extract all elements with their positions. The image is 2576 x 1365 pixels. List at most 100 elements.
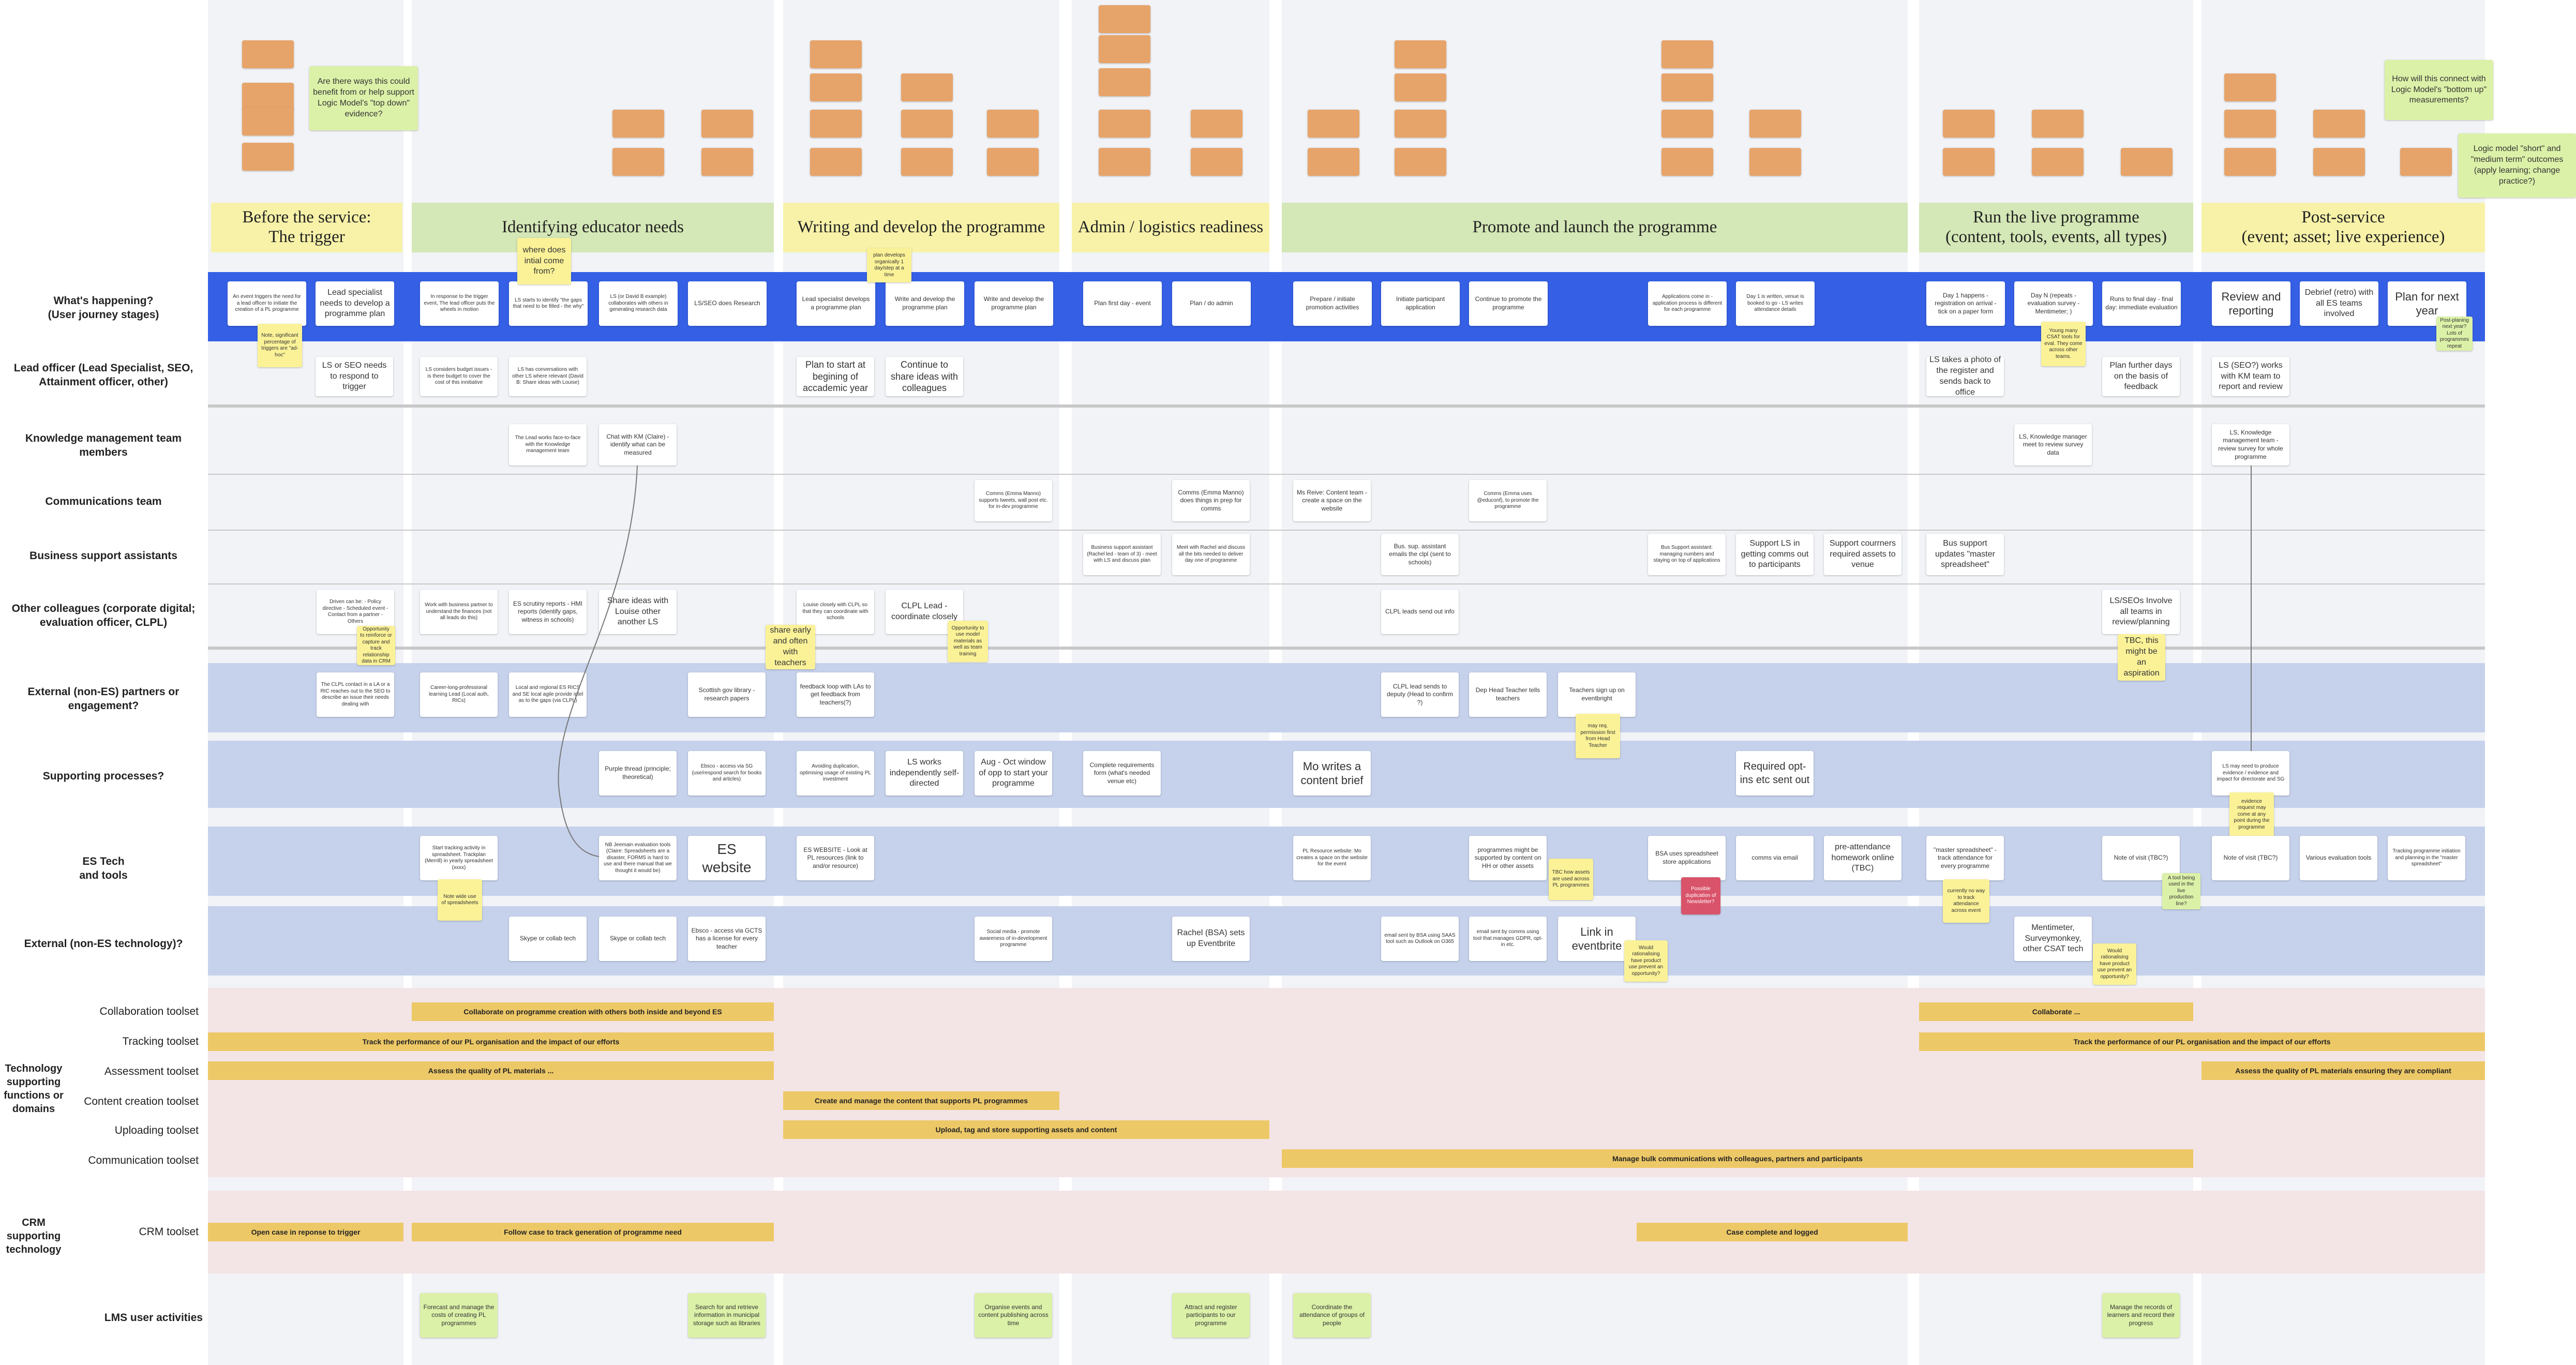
flag-note[interactable]: Would rationalising have product use pre…	[2093, 943, 2136, 985]
bsa-note[interactable]: Business support assistant (Rachel led -…	[1083, 534, 1161, 575]
toolset-bar[interactable]: Create and manage the content that suppo…	[783, 1091, 1059, 1110]
km-note[interactable]: LS, Knowledge manager meet to review sur…	[2014, 424, 2092, 466]
journey-note[interactable]: Review and reporting	[2212, 281, 2290, 326]
lead-note[interactable]: Plan to start at begining of accademic y…	[797, 357, 874, 396]
supporting-note[interactable]: LS works independently self-directed	[886, 751, 963, 796]
supporting-note[interactable]: Avoiding duplication, optimising usage o…	[797, 751, 874, 796]
estech-note[interactable]: programmes might be supported by content…	[1469, 836, 1547, 880]
exttech-note[interactable]: Skype or collab tech	[509, 917, 587, 961]
journey-note[interactable]: LS/SEO does Research	[688, 281, 767, 326]
journey-note[interactable]: Initiate participant application	[1381, 281, 1460, 326]
estech-note[interactable]: comms via email	[1736, 836, 1814, 880]
supporting-note[interactable]: Complete requirements form (what's neede…	[1083, 751, 1161, 796]
lead-note[interactable]: LS takes a photo of the register and sen…	[1926, 355, 2004, 397]
bsa-note[interactable]: Bus Support assistant: managing numbers …	[1648, 534, 1726, 575]
journey-note[interactable]: LS starts to identify "the gaps that nee…	[509, 281, 588, 326]
toolset-bar[interactable]: Manage bulk communications with colleagu…	[1282, 1149, 2193, 1168]
flag-note[interactable]: Opportunity to reinforce or capture and …	[357, 626, 395, 665]
journey-note[interactable]: LS (or David B example) collaborates wit…	[599, 281, 678, 326]
journey-note[interactable]: An event triggers the need for a lead of…	[228, 281, 306, 326]
toolset-bar[interactable]: Collaborate ...	[1919, 1002, 2193, 1021]
journey-note[interactable]: Lead specialist needs to develop a progr…	[316, 281, 394, 326]
lead-note[interactable]: LS or SEO needs to respond to trigger	[316, 357, 393, 396]
exttech-note[interactable]: email sent by BSA using SAAS tool such a…	[1381, 917, 1459, 961]
journey-note[interactable]: Plan for next year	[2388, 281, 2466, 326]
exttech-note[interactable]: Skype or collab tech	[599, 917, 677, 961]
flag-note[interactable]: share early and often with teachers	[766, 625, 815, 669]
journey-note[interactable]: In response to the trigger event, The le…	[420, 281, 499, 326]
flag-note[interactable]: Opportunity to use model materials as we…	[948, 621, 988, 662]
estech-note[interactable]: PL Resource website: Mo creates a space …	[1293, 836, 1371, 880]
flag-note[interactable]: Note, significant percentage of triggers…	[258, 324, 302, 367]
journey-note[interactable]: Debrief (retro) with all ES teams involv…	[2300, 281, 2378, 326]
km-note[interactable]: Chat with KM (Claire) - identify what ca…	[599, 424, 677, 466]
supporting-note[interactable]: Purple thread (principle; theoretical)	[599, 751, 677, 796]
toolset-bar[interactable]: Case complete and logged	[1637, 1223, 1908, 1241]
exttech-note[interactable]: Link in eventbrite	[1558, 917, 1636, 961]
lead-note[interactable]: Continue to share ideas with colleagues	[886, 357, 963, 396]
estech-note[interactable]: "master spreadsheet" - track attendance …	[1926, 836, 2004, 880]
comms-note[interactable]: Ms Reive: Content team - create a space …	[1293, 480, 1371, 521]
journey-note[interactable]: Continue to promote the programme	[1469, 281, 1548, 326]
journey-note[interactable]: Applications come in - application proce…	[1648, 281, 1727, 326]
lead-note[interactable]: LS (SEO?) works with KM team to report a…	[2212, 357, 2289, 396]
flag-note[interactable]: plan develops organically 1 day/step at …	[867, 248, 911, 282]
other-note[interactable]: CLPL leads send out info	[1381, 590, 1459, 634]
toolset-bar[interactable]: Upload, tag and store supporting assets …	[783, 1120, 1269, 1139]
external-note[interactable]: CLPL lead sends to deputy (Head to confi…	[1381, 672, 1459, 717]
flag-note[interactable]: Would rationalising have product use pre…	[1624, 940, 1668, 982]
journey-note[interactable]: Plan / do admin	[1172, 281, 1251, 326]
exttech-note[interactable]: Social media - promote awareness of in-d…	[975, 917, 1052, 961]
external-note[interactable]: Dep Head Teacher tells teachers	[1469, 672, 1547, 717]
flag-note[interactable]: Post-planing next year? Lots of programm…	[2436, 317, 2473, 351]
external-note[interactable]: Scottish gov library - research papers	[688, 672, 766, 717]
lms-note[interactable]: Search for and retrieve information in m…	[688, 1293, 766, 1338]
km-note[interactable]: LS, Knowledge management team - review s…	[2212, 424, 2289, 466]
flag-note[interactable]: TBC, this might be an aspiration	[2118, 634, 2165, 681]
lms-note[interactable]: Attract and register participants to our…	[1172, 1293, 1250, 1338]
flag-note[interactable]: where does intial come from?	[517, 238, 571, 284]
estech-note[interactable]: Start tracking activity in spreadsheet. …	[420, 836, 498, 880]
lead-note[interactable]: Plan further days on the basis of feedba…	[2102, 357, 2180, 396]
flag-note[interactable]: A tool being used in the live production…	[2162, 873, 2200, 909]
exttech-note[interactable]: Rachel (BSA) sets up Eventbrite	[1172, 917, 1250, 961]
supporting-note[interactable]: Aug - Oct window of opp to start your pr…	[975, 751, 1052, 796]
toolset-bar[interactable]: Open case in reponse to trigger	[208, 1223, 403, 1241]
estech-note[interactable]: Note of visit (TBC?)	[2102, 836, 2180, 880]
km-note[interactable]: The Lead works face-to-face with the Kno…	[509, 424, 587, 466]
supporting-note[interactable]: LS may need to produce evidence / eviden…	[2212, 751, 2289, 796]
toolset-bar[interactable]: Track the performance of our PL organisa…	[1919, 1032, 2485, 1051]
lms-note[interactable]: Coordinate the attendance of groups of p…	[1293, 1293, 1371, 1338]
journey-note[interactable]: Prepare / initiate promotion activities	[1293, 281, 1372, 326]
external-note[interactable]: Teachers sign up on eventbright	[1558, 672, 1636, 717]
exttech-note[interactable]: Mentimeter, Surveymonkey, other CSAT tec…	[2014, 917, 2092, 961]
exttech-note[interactable]: email sent by comms using tool that mana…	[1469, 917, 1547, 961]
flag-note[interactable]: currently no way to track attendance acr…	[1943, 879, 1989, 923]
estech-note[interactable]: Note of visit (TBC?)	[2212, 836, 2289, 880]
bsa-note[interactable]: Bus. sup. assistant emails the clpl (sen…	[1381, 534, 1459, 575]
comms-note[interactable]: Comms (Emma uses @educonf), to promote t…	[1469, 480, 1547, 521]
external-note[interactable]: Local and regional ES RICS and SE local …	[509, 672, 587, 717]
external-note[interactable]: The CLPL contact in a LA or a RIC reache…	[317, 672, 394, 717]
journey-note[interactable]: Day N (repeats - evaluation survey - Men…	[2014, 281, 2093, 326]
flag-note[interactable]: Young many CSAT tools for eval. They com…	[2041, 322, 2086, 366]
exttech-note[interactable]: Ebsco - access via GCTS has a license fo…	[688, 917, 766, 961]
bsa-note[interactable]: Meet with Rachel and discuss all the bit…	[1172, 534, 1250, 575]
external-note[interactable]: feedback loop with LAs to get feedback f…	[797, 672, 874, 717]
supporting-note[interactable]: Ebsco - access via SG (use/respond searc…	[688, 751, 766, 796]
lms-note[interactable]: Organise events and content publishing a…	[975, 1293, 1052, 1338]
bsa-note[interactable]: Bus support updates "master spreadsheet"	[1926, 534, 2004, 575]
journey-note[interactable]: Plan first day - event	[1083, 281, 1162, 326]
supporting-note[interactable]: Required opt-ins etc sent out	[1736, 751, 1814, 796]
other-note[interactable]: LS/SEOs Involve all teams in review/plan…	[2102, 590, 2180, 634]
estech-note[interactable]: pre-attendance homework online (TBC)	[1824, 836, 1901, 880]
estech-note[interactable]: NB Jeemain evaluation tools (Claire: Spr…	[599, 836, 677, 880]
flag-note[interactable]: TBC how assets are used across PL progra…	[1549, 859, 1593, 900]
lead-note[interactable]: LS considers budget issues - is there bu…	[420, 357, 498, 396]
other-note[interactable]: Work with business partner to understand…	[420, 590, 498, 634]
estech-note[interactable]: Various evaluation tools	[2300, 836, 2377, 880]
lms-note[interactable]: Manage the records of learners and recor…	[2102, 1293, 2180, 1338]
toolset-bar[interactable]: Track the performance of our PL organisa…	[208, 1032, 774, 1051]
lms-note[interactable]: Forecast and manage the costs of creatin…	[420, 1293, 498, 1338]
bsa-note[interactable]: Support courrners required assets to ven…	[1824, 534, 1901, 575]
